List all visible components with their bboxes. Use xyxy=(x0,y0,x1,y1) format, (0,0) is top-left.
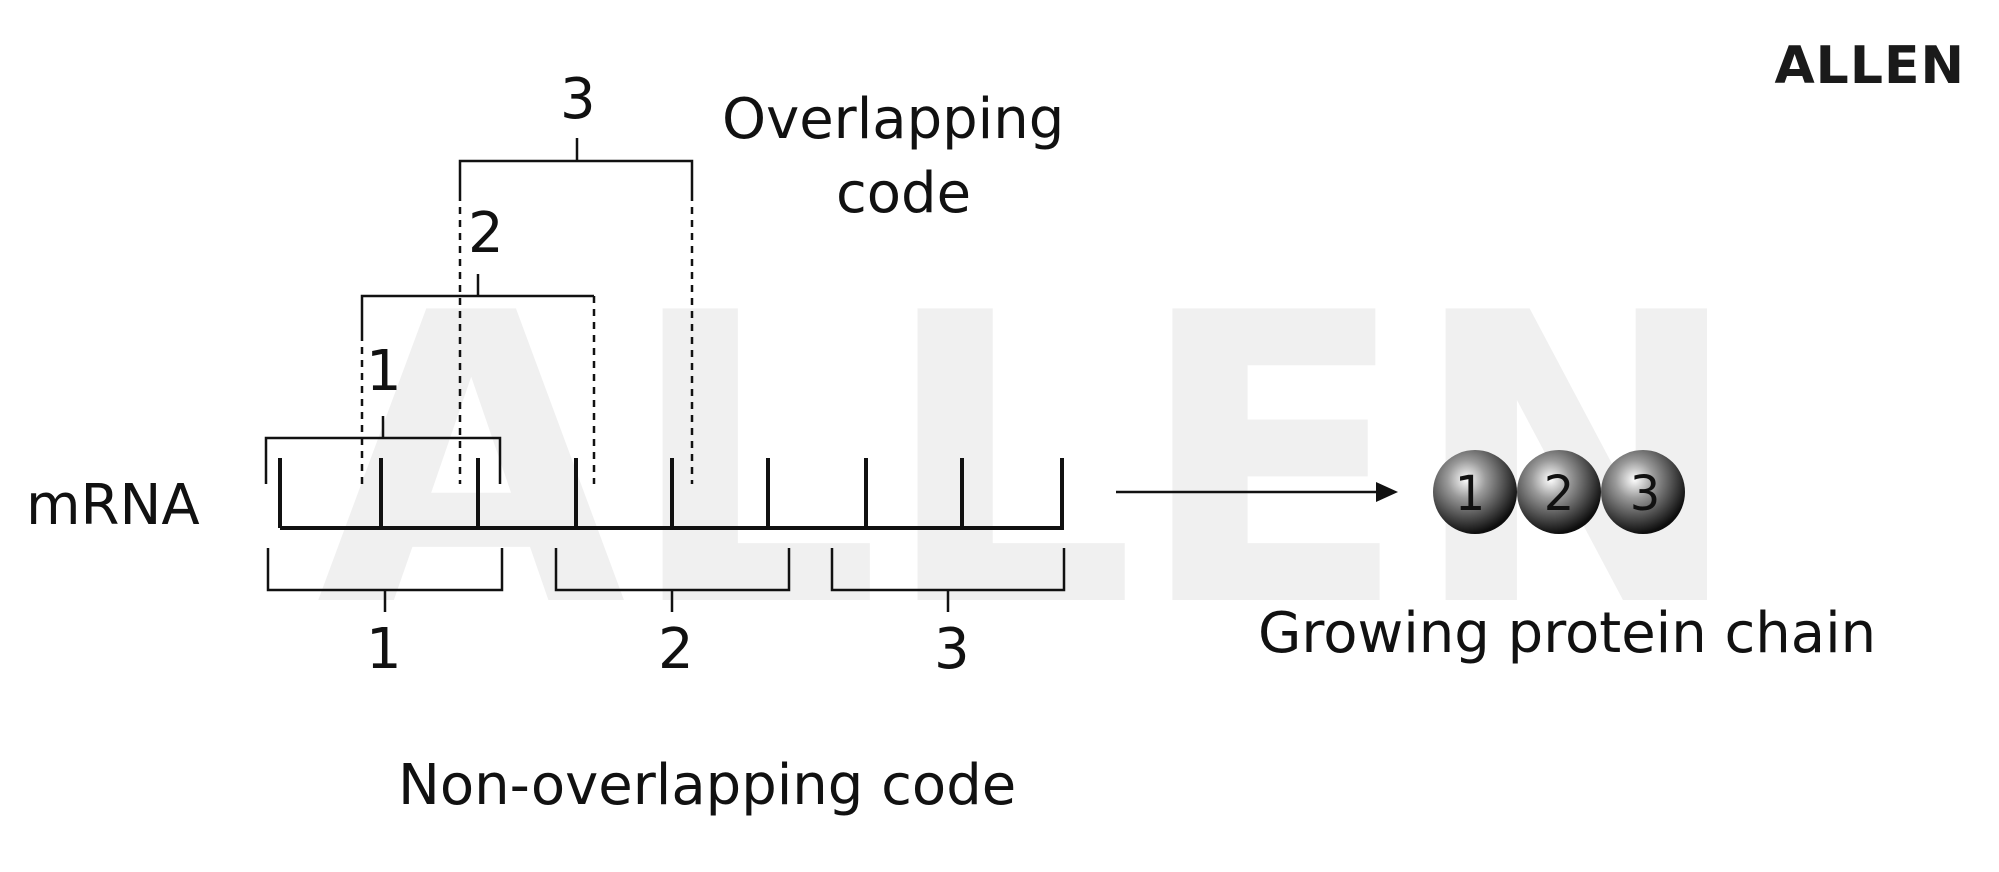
overlapping-code-label-line1: Overlapping xyxy=(722,87,1065,152)
growing-protein-chain-label: Growing protein chain xyxy=(1258,601,1877,666)
overlap-codon-3-label: 3 xyxy=(560,67,596,132)
bead-label: 2 xyxy=(1544,466,1575,522)
nonoverlap-bracket-1 xyxy=(266,548,504,612)
bead-label: 1 xyxy=(1455,466,1486,522)
watermark: ALLEN xyxy=(316,230,1743,695)
nonoverlap-codon-3-label: 3 xyxy=(934,617,970,682)
overlap-bracket-2 xyxy=(360,274,596,484)
overlap-codon-1-label: 1 xyxy=(366,339,402,404)
nonoverlap-bracket-2 xyxy=(554,548,791,612)
nonoverlap-codon-1-label: 1 xyxy=(366,617,402,682)
mrna-strand xyxy=(278,458,1064,530)
nonoverlap-bracket-3 xyxy=(830,548,1066,612)
non-overlapping-code-label: Non-overlapping code xyxy=(398,753,1017,818)
overlap-bracket-1 xyxy=(264,416,502,484)
non-overlapping-brackets xyxy=(266,548,1066,612)
amino-acid-bead xyxy=(1433,450,1517,534)
amino-acid-bead xyxy=(1517,450,1601,534)
overlap-codon-2-label: 2 xyxy=(468,201,504,266)
bead-label: 3 xyxy=(1630,466,1661,522)
translation-arrow xyxy=(1116,482,1398,502)
overlapping-brackets xyxy=(264,138,694,484)
mrna-label: mRNA xyxy=(26,473,200,538)
amino-acid-bead xyxy=(1601,450,1685,534)
overlapping-code-label-line2: code xyxy=(836,161,972,226)
protein-chain: 1 2 3 xyxy=(1433,450,1685,534)
overlap-bracket-3 xyxy=(458,138,694,484)
allen-logo: ALLEN xyxy=(1774,36,1965,96)
nonoverlap-codon-2-label: 2 xyxy=(658,617,694,682)
